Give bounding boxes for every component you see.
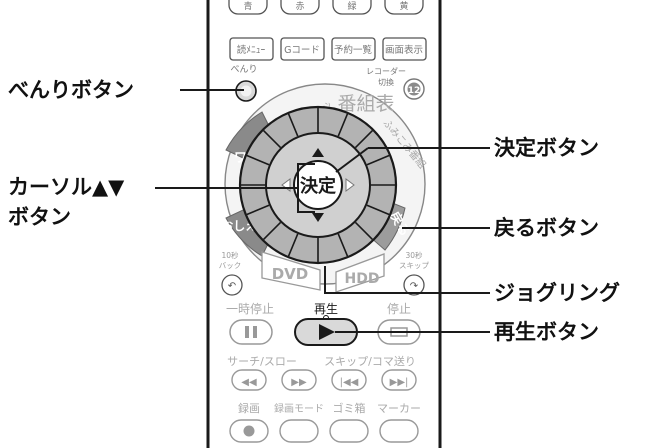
pause-icon xyxy=(245,326,249,338)
screen-display-button[interactable] xyxy=(382,37,427,61)
jog-ring-spoke xyxy=(262,221,282,241)
back10-button[interactable] xyxy=(221,274,243,296)
jog-leader xyxy=(324,266,490,294)
recorder-number-badge xyxy=(407,82,421,96)
jog-ring-spoke xyxy=(366,204,390,216)
recmode-button[interactable] xyxy=(279,419,319,443)
skip30-label: 30秒 xyxy=(405,250,423,260)
pause-button[interactable] xyxy=(229,319,273,345)
rec-icon xyxy=(243,425,255,437)
fast-forward-button[interactable] xyxy=(281,369,317,391)
yellow-button[interactable] xyxy=(384,0,424,15)
play-label-small: 再生 xyxy=(314,302,338,316)
hdd-label: HDD xyxy=(345,271,380,287)
recmode-label: 録画モード xyxy=(274,402,324,415)
jog-ring-spoke xyxy=(246,154,270,166)
jog-ring-spoke xyxy=(354,221,374,241)
recorder-switch-label: レコーダー xyxy=(366,66,406,76)
jog-ring-spoke xyxy=(366,154,390,166)
green-button[interactable] xyxy=(332,0,372,15)
g-code-button[interactable] xyxy=(280,37,325,61)
cursor-down-arrow-icon[interactable] xyxy=(312,213,324,222)
saisei-button-callout: 再生ボタン xyxy=(494,320,599,344)
marker-button[interactable] xyxy=(379,419,419,443)
jog-ring-spoke xyxy=(246,204,270,216)
skip30-label-2: スキップ xyxy=(399,261,429,270)
read-menu-button[interactable] xyxy=(229,37,274,61)
rewind-button[interactable] xyxy=(231,369,267,391)
back10-icon: ↶ xyxy=(228,281,236,292)
skip-label: スキップ/コマ送り xyxy=(324,354,416,368)
cursor-right-arrow-icon[interactable] xyxy=(345,178,355,192)
cursor-leader-down xyxy=(155,187,315,213)
reservation-list-button[interactable] xyxy=(331,37,376,61)
color-label: 黄 xyxy=(399,0,408,12)
recorder-switch-label-2: 切換 xyxy=(378,77,394,87)
color-label: 緑 xyxy=(347,0,356,12)
rewind-icon: ◀◀ xyxy=(241,377,257,388)
jog-ring-spoke xyxy=(262,129,282,149)
jog-ring-spoke xyxy=(287,233,299,257)
read-menu-label: 読ﾒﾆｭｰ xyxy=(237,44,266,56)
hdd-button[interactable] xyxy=(335,253,385,293)
cursor-button-callout-line1: カーソル▲▼ xyxy=(8,175,125,199)
menu-buttons-row: 読ﾒﾆｭｰ Gコード 予約一覧 画面表示 xyxy=(229,37,427,61)
stop-label: 停止 xyxy=(387,301,411,316)
skip-back-icon: |◀◀ xyxy=(340,377,359,388)
jog-ring-spoke xyxy=(354,129,374,149)
play-icon xyxy=(319,324,335,340)
jog-ring-callout: ジョグリング xyxy=(494,281,620,305)
back10-label-2: バック xyxy=(219,261,242,270)
rec-label: 録画 xyxy=(238,401,260,415)
jog-ring-spoke xyxy=(337,113,349,137)
color-buttons-row: 青 赤 緑 黄 xyxy=(228,0,424,15)
skip30-icon: ↷ xyxy=(410,281,419,292)
dvd-label: DVD xyxy=(272,265,309,283)
kettei-button-callout: 決定ボタン xyxy=(494,136,599,160)
marker-label: マーカー xyxy=(377,402,421,415)
bangumi-label: 番組表 xyxy=(337,93,394,115)
red-button[interactable] xyxy=(280,0,320,15)
jog-ring-spokes xyxy=(241,108,395,262)
benri-button-highlight xyxy=(240,85,252,97)
cursor-up-arrow-icon[interactable] xyxy=(312,148,324,157)
jog-ring-spoke xyxy=(287,113,299,137)
color-label: 赤 xyxy=(295,1,304,12)
back10-label: 10秒 xyxy=(221,250,239,260)
benri-small-label: べんり xyxy=(230,64,257,75)
search-label: サーチ/スロー xyxy=(227,355,297,368)
skip-forward-button[interactable] xyxy=(381,369,417,391)
skip-back-button[interactable] xyxy=(331,369,367,391)
pause-icon-bar xyxy=(253,326,257,338)
recorder-number-text: 12 xyxy=(408,86,421,96)
kettei-center-label: 決定 xyxy=(300,175,336,197)
blue-button[interactable] xyxy=(228,0,268,15)
reservation-list-label: 予約一覧 xyxy=(334,44,373,56)
g-code-label: Gコード xyxy=(284,45,320,56)
benri-button-callout: べんりボタン xyxy=(8,78,134,102)
skip-forward-icon: ▶▶| xyxy=(390,377,409,388)
skip30-button[interactable] xyxy=(403,274,425,296)
kettei-leader-a xyxy=(335,147,369,173)
modoru-button-callout: 戻るボタン xyxy=(494,216,599,240)
pause-label: 一時停止 xyxy=(226,301,274,316)
jog-ring-spoke xyxy=(337,233,349,257)
trash-label: ゴミ箱 xyxy=(333,401,366,415)
fast-forward-icon: ▶▶ xyxy=(291,377,307,388)
color-label: 青 xyxy=(243,0,252,12)
dvd-button[interactable] xyxy=(261,251,321,291)
kettei-button[interactable] xyxy=(293,160,343,210)
cursor-button-callout-line2: ボタン xyxy=(8,205,71,229)
screen-display-label: 画面表示 xyxy=(385,44,423,56)
leader-lines xyxy=(155,89,490,333)
trash-button[interactable] xyxy=(329,419,369,443)
